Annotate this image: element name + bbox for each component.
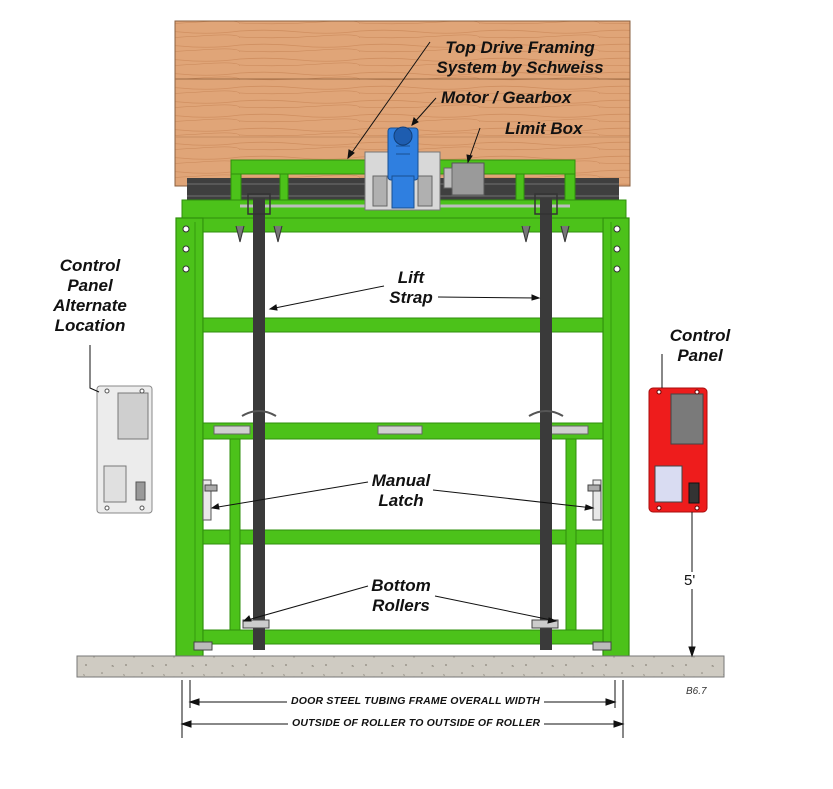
limit-box-label: Limit Box	[505, 119, 583, 138]
control-panel-label: Control Panel	[660, 326, 740, 366]
bottom-rollers-label: Bottom Rollers	[360, 576, 442, 616]
height-dimension-label: 5'	[684, 572, 696, 589]
bottom-rollers	[193, 619, 612, 651]
control-alt-label: Control Panel Alternate Location	[40, 256, 140, 336]
motor-label: Motor / Gearbox	[441, 88, 572, 107]
limit-box	[443, 162, 485, 196]
control-panel-alternate	[96, 385, 153, 514]
control-panel-line1: Control	[669, 326, 731, 345]
motor-gearbox	[364, 126, 441, 211]
manual-latches	[202, 479, 602, 521]
frame-width-label: DOOR STEEL TUBING FRAME OVERALL WIDTH	[287, 695, 545, 707]
control-alt-line3: Alternate	[53, 296, 127, 315]
roller-width-label: OUTSIDE OF ROLLER TO OUTSIDE OF ROLLER	[288, 717, 545, 729]
bottom-rollers-line2: Rollers	[372, 596, 430, 615]
concrete-floor	[76, 655, 725, 678]
door-frame	[175, 217, 630, 657]
drawing-ref: B6.7	[686, 686, 707, 697]
lift-straps	[241, 193, 564, 650]
lift-strap-line2: Strap	[389, 288, 433, 307]
top-drive-label-line1: Top Drive Framing	[445, 38, 595, 57]
control-alt-line1: Control	[59, 256, 121, 275]
top-drive-label: Top Drive Framing System by Schweiss	[420, 38, 620, 78]
bottom-rollers-line1: Bottom	[371, 576, 431, 595]
manual-latch-line1: Manual	[371, 471, 431, 490]
lift-strap-line1: Lift	[397, 268, 425, 287]
leader-lines	[89, 41, 663, 624]
top-drive-label-line2: System by Schweiss	[436, 58, 604, 77]
manual-latch-label: Manual Latch	[360, 471, 442, 511]
control-alt-line4: Location	[54, 316, 126, 335]
control-alt-line2: Panel	[67, 276, 113, 295]
lift-strap-label: Lift Strap	[376, 268, 446, 308]
width-dimensions	[180, 680, 625, 738]
manual-latch-line2: Latch	[378, 491, 424, 510]
strap-clamps	[235, 225, 570, 243]
control-panel-line2: Panel	[677, 346, 723, 365]
control-panel	[648, 387, 708, 513]
